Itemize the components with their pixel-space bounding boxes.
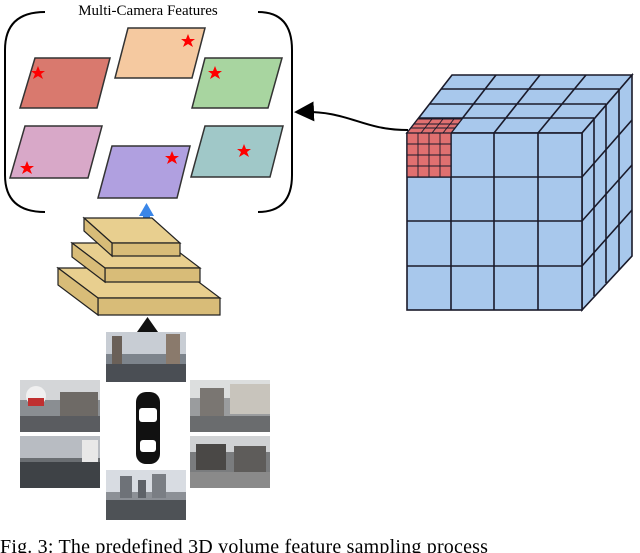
red-star-icon xyxy=(20,34,251,174)
figure-caption: Fig. 3: The predefined 3D volume feature… xyxy=(0,536,489,553)
cube-grid xyxy=(407,74,633,310)
car-topview-icon xyxy=(136,392,160,464)
feature-panel-pink xyxy=(9,125,103,179)
camera-image-front-right xyxy=(190,380,270,432)
camera-image-back-right xyxy=(190,436,270,488)
camera-image-back-left xyxy=(20,436,100,488)
sampling-arrow xyxy=(294,101,409,131)
feature-panel-purple xyxy=(97,145,191,199)
features-bracket xyxy=(4,11,293,213)
volume-cube xyxy=(405,72,634,313)
features-panel-label: Multi-Camera Features xyxy=(78,3,218,19)
feature-panel-coral xyxy=(18,57,111,109)
camera-image-back xyxy=(106,470,186,520)
feature-panel-peach xyxy=(114,27,206,79)
feature-pyramid xyxy=(56,216,222,317)
feature-panel-teal xyxy=(190,125,284,178)
feature-panel-green xyxy=(191,57,283,109)
camera-image-front-left xyxy=(20,380,100,432)
sampled-voxel-grid xyxy=(407,118,458,177)
camera-image-front xyxy=(106,332,186,382)
